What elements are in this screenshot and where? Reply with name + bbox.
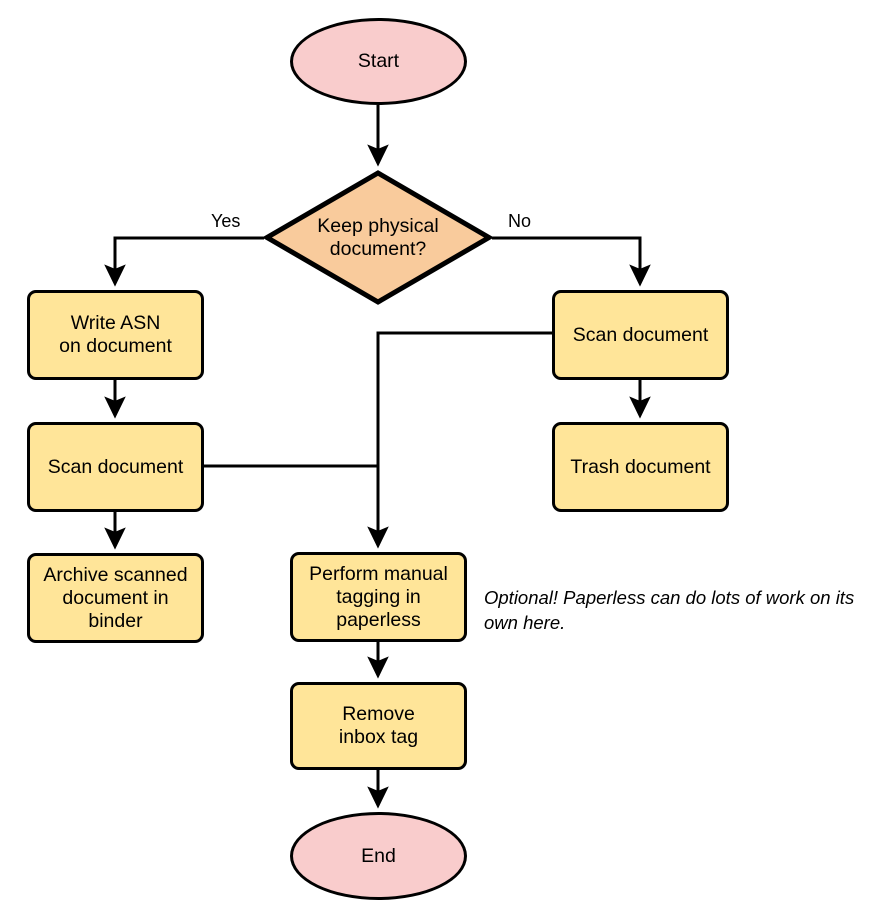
edge-decision-yes-to-write-asn (104, 236, 264, 287)
diamond-shape (264, 170, 492, 305)
node-trash-document-label: Trash document (570, 455, 711, 478)
node-end-label: End (361, 844, 396, 867)
node-scan-document-left[interactable]: Scan document (27, 422, 204, 512)
edge-scan-right-to-tagging (367, 331, 552, 549)
node-scan-document-right-label: Scan document (572, 323, 709, 346)
node-write-asn-label: Write ASN on document (59, 312, 172, 357)
node-decision-label: Keep physical document? (317, 214, 439, 260)
edge-label-no: No (508, 211, 532, 231)
node-archive-label: Archive scanned document in binder (43, 563, 188, 632)
node-write-asn[interactable]: Write ASN on document (27, 290, 204, 380)
edge-label-yes: Yes (211, 211, 241, 231)
node-trash-document[interactable]: Trash document (552, 422, 729, 512)
node-end[interactable]: End (290, 812, 467, 900)
edge-decision-no-to-scan-right (492, 236, 651, 287)
node-remove-inbox-tag[interactable]: Remove inbox tag (290, 682, 467, 770)
node-start[interactable]: Start (290, 18, 467, 105)
node-tagging-label: Perform manual tagging in paperless (309, 562, 448, 631)
annotation-optional-note: Optional! Paperless can do lots of work … (484, 587, 855, 633)
node-perform-manual-tagging[interactable]: Perform manual tagging in paperless (290, 552, 467, 642)
node-keep-physical-document-decision[interactable]: Keep physical document? (264, 170, 492, 305)
node-remove-inbox-label: Remove inbox tag (338, 703, 419, 748)
node-scan-document-right[interactable]: Scan document (552, 290, 729, 380)
node-archive-scanned-document[interactable]: Archive scanned document in binder (27, 553, 204, 643)
node-start-label: Start (357, 50, 400, 72)
node-scan-document-left-label: Scan document (47, 455, 184, 478)
